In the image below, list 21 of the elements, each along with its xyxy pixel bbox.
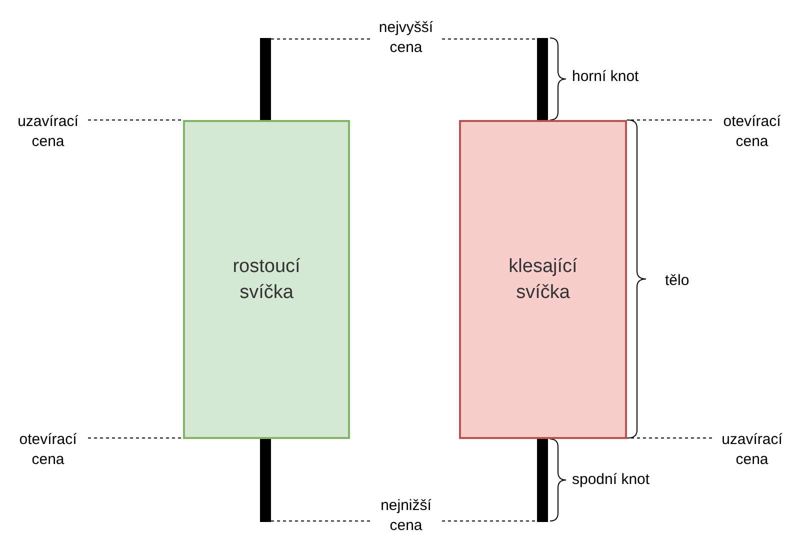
price-label: nejnižší cena <box>370 496 442 534</box>
candle-body <box>459 120 627 439</box>
leader-line <box>442 38 538 40</box>
brace-label: spodní knot <box>572 471 650 488</box>
leader-line <box>442 520 538 522</box>
candle-wick <box>537 439 548 522</box>
leader-line <box>270 520 370 522</box>
price-label: otevírací cena <box>8 430 88 470</box>
candle-wick <box>260 38 271 120</box>
price-label: uzavírací cena <box>8 112 88 152</box>
candle-label: klesající svíčka <box>508 254 578 304</box>
candle-body <box>183 120 350 439</box>
brace-label: horní knot <box>572 68 639 85</box>
candle-label: rostoucí svíčka <box>232 254 302 304</box>
candle-wick <box>537 38 548 120</box>
price-label: nejvyšší cena <box>370 18 442 58</box>
candle-wick <box>260 439 271 522</box>
leader-line <box>270 38 370 40</box>
price-label: uzavírací cena <box>712 430 792 470</box>
brace-label: tělo <box>665 272 690 289</box>
price-label: otevírací cena <box>712 112 792 152</box>
